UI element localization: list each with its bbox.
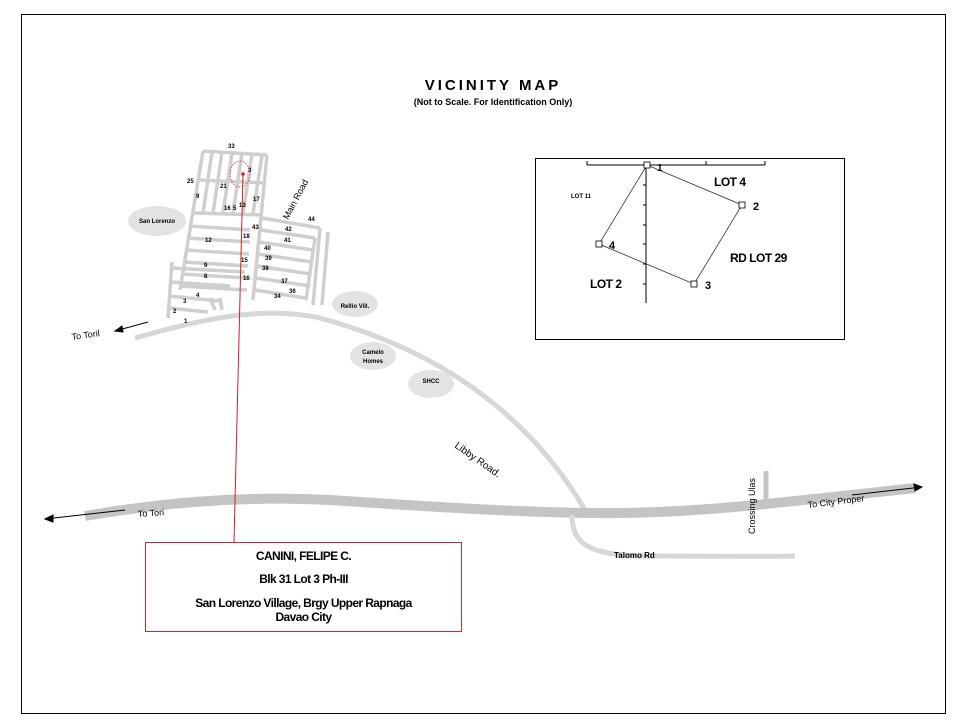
lot-label: LOT 2 [590,277,622,291]
block-number: 36 [289,289,296,295]
block-number: 37 [281,279,288,285]
block-number: 3 [183,299,187,305]
block-number: 17 [253,197,260,203]
area-label: SHCC [422,379,440,385]
block-number: 44 [308,217,315,223]
area-shcc [408,370,454,398]
corner-label: 1 [657,163,663,174]
block-number: 16 [224,206,231,212]
block-number: 8 [204,274,208,280]
block-number: 40 [264,246,271,252]
block-number: 9 [204,263,208,269]
area-label: San Lorenzo [139,219,175,225]
block-number: 15 [241,258,248,264]
lot-label: RD LOT 29 [730,251,788,265]
block-number: 34 [274,294,281,300]
locator-line [233,173,244,543]
owner-lot: Blk 31 Lot 3 Ph-III [259,572,348,586]
block-number: 5 [233,206,237,212]
owner-info-box: CANINI, FELIPE C. Blk 31 Lot 3 Ph-III Sa… [145,542,462,632]
talomo-road [569,514,796,559]
owner-name: CANINI, FELIPE C. [255,549,352,563]
main-road-label: Main Road [281,178,310,221]
area-label: Rellio Vill. [341,304,370,310]
block-number: 41 [284,238,291,244]
area-label: Camelo [362,350,384,356]
block-number: 2 [173,309,177,315]
block-number: 33 [228,144,235,150]
block-numbers: 33 3 25 21 9 17 16 5 13 43 42 44 18 41 1… [173,144,315,325]
block-number: 42 [285,227,292,233]
owner-address-line1: San Lorenzo Village, Brgy Upper Rapnaga [195,596,412,610]
libby-road-label: Libby Road. [452,440,502,480]
block-number: 16 [243,276,250,282]
area-rellio-vill [332,291,378,317]
area-camelo-homes [350,342,396,370]
corner-label: 2 [753,201,759,213]
map-subtitle: (Not to Scale. For Identification Only) [414,97,573,107]
to-toril-label: To Toril [71,328,100,342]
subdivision-streets [166,149,330,319]
national-highway [84,483,916,521]
corner-label: 3 [705,280,711,292]
area-label: Homes [363,359,384,365]
block-number: 9 [196,194,200,200]
direction-arrows [43,321,924,523]
to-toril-label: To Tori [137,507,164,519]
block-number: 12 [205,238,212,244]
lot-label: LOT 4 [714,175,746,189]
area-san-lorenzo [128,206,186,236]
block-number: 43 [252,225,259,231]
block-number: 18 [243,234,250,240]
lot-label: LOT 11 [571,194,592,200]
subject-lot-highlight [229,160,251,188]
libby-road [134,310,588,512]
block-number: 1 [184,319,188,325]
block-number: 38 [262,266,269,272]
talomo-rd-label: Talomo Rd [614,551,655,560]
block-number: 25 [187,179,194,185]
map-title: VICINITY MAP [425,77,562,94]
block-number: 39 [265,256,272,262]
corner-label: 4 [609,240,616,252]
lot-sketch-inset: 1 2 3 4 LOT 4 LOT 11 LOT 2 RD LOT 29 [535,158,845,340]
map-frame [21,14,946,714]
block-number: 4 [196,293,200,299]
crossing-ulas-label: Crossing Ulas [747,477,757,534]
block-number: 21 [220,184,227,190]
owner-address-line2: Davao City [275,610,332,624]
